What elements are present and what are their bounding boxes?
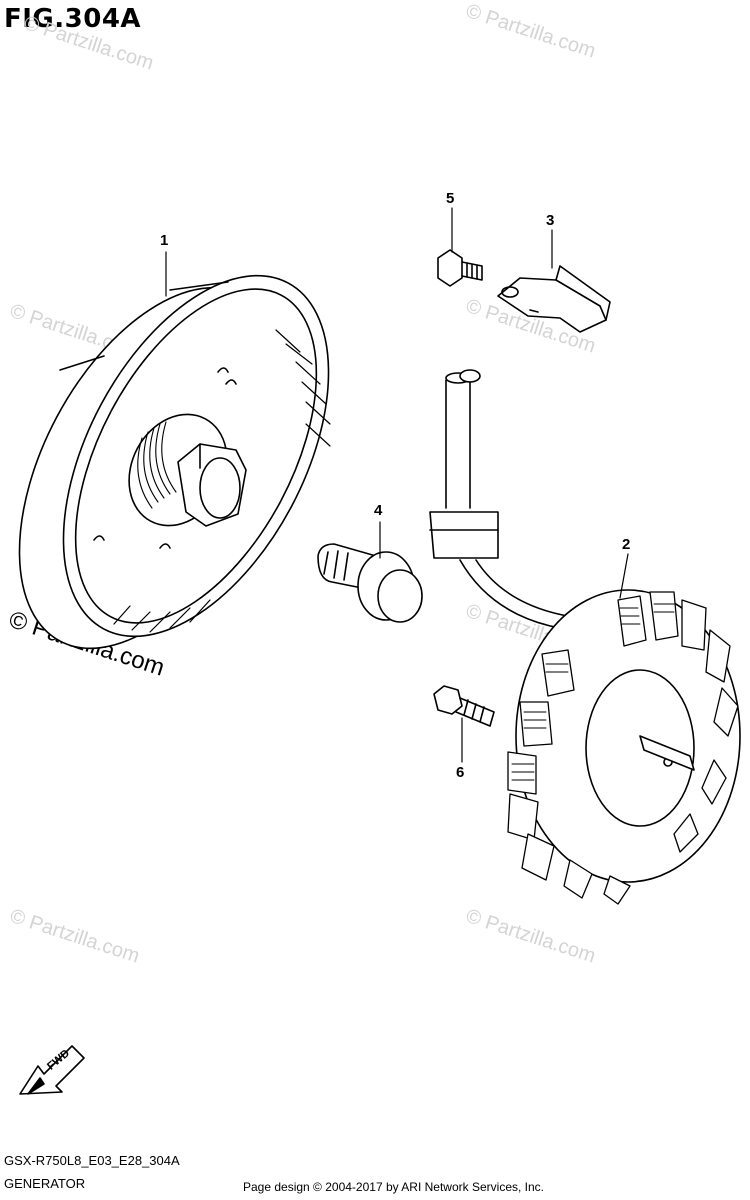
copyright-credit: Page design © 2004-2017 by ARI Network S… xyxy=(243,1180,545,1194)
leader-lines xyxy=(165,207,629,763)
rotor-flywheel xyxy=(18,274,331,650)
callout-3: 3 xyxy=(546,212,555,229)
fwd-arrow-icon xyxy=(19,1045,85,1095)
callout-2: 2 xyxy=(622,536,631,553)
clamp-part-3 xyxy=(497,265,611,333)
stator-part-2 xyxy=(429,369,741,905)
callout-1: 1 xyxy=(160,232,169,249)
figure-title: FIG.304A xyxy=(4,4,142,34)
bolt-part-5 xyxy=(437,249,483,287)
callout-4: 4 xyxy=(374,502,383,519)
section-name: GENERATOR xyxy=(4,1176,86,1191)
bolt-part-4 xyxy=(317,543,423,623)
callout-5: 5 xyxy=(446,190,455,207)
bolt-part-6 xyxy=(433,685,495,727)
model-code: GSX-R750L8_E03_E28_304A xyxy=(4,1153,180,1168)
callout-6: 6 xyxy=(456,764,465,781)
